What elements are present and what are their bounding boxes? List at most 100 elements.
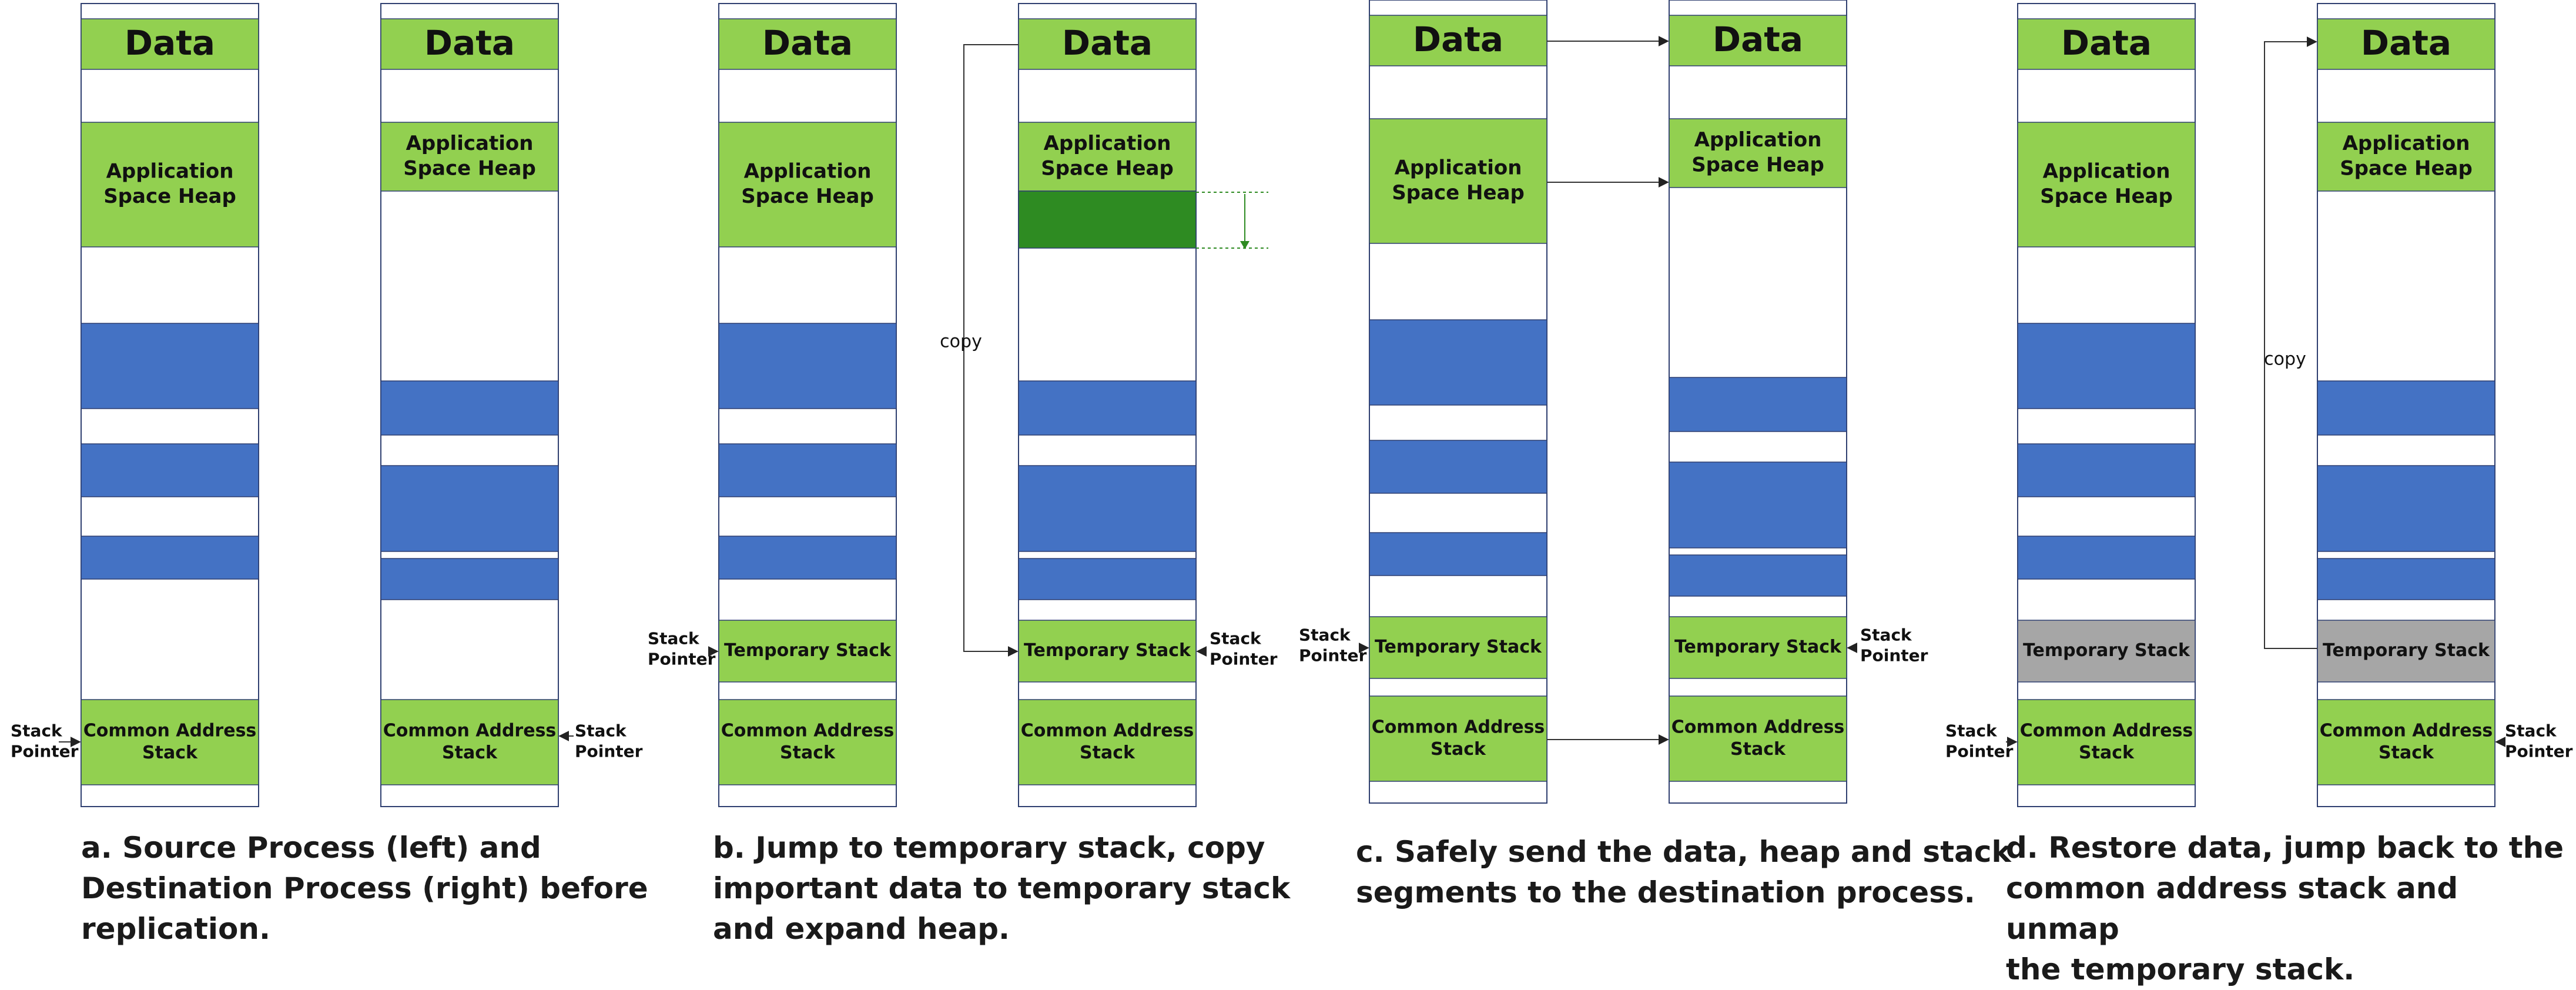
mapped-segment-d-destination <box>2317 465 2495 552</box>
common-stack-segment-a-source <box>81 699 259 785</box>
temporary-stack-segment-b-source <box>718 620 897 683</box>
mapped-segment-b-destination <box>1018 380 1197 436</box>
temporary-stack-label: Temporary Stack <box>2323 640 2490 661</box>
common-stack-segment-a-destination <box>380 699 559 785</box>
data-label: Data <box>1413 19 1503 59</box>
data-segment-a-destination <box>380 18 559 70</box>
heap-expansion-arrowhead <box>1240 241 1250 249</box>
heap-segment-d-source <box>2017 122 2196 247</box>
mapped-segment-c-destination <box>1669 377 1847 432</box>
common-stack-segment-c-destination <box>1669 695 1847 782</box>
mapped-segment-d-destination <box>2317 558 2495 600</box>
mapped-segment-a-source <box>81 323 259 409</box>
heap-segment-b-destination <box>1018 122 1197 192</box>
data-segment-d-destination <box>2317 18 2495 70</box>
data-segment-d-source <box>2017 18 2196 70</box>
mapped-segment-b-source <box>718 536 897 580</box>
mapped-segment-b-source <box>718 443 897 497</box>
mapped-segment-b-source <box>718 323 897 409</box>
mapped-segment-c-destination <box>1669 461 1847 548</box>
caption-d: d. Restore data, jump back to the common… <box>2006 831 2564 986</box>
temporary-stack-label: Temporary Stack <box>1674 637 1842 657</box>
mapped-segment-a-destination <box>380 558 559 600</box>
common-stack-segment-c-source <box>1369 695 1547 782</box>
mapped-segment-a-destination <box>380 465 559 552</box>
heap-segment-b-source <box>718 122 897 247</box>
mapped-segment-c-source <box>1369 319 1547 406</box>
data-label: Data <box>2061 23 2152 63</box>
mapped-segment-d-source <box>2017 323 2196 409</box>
data-label: Data <box>2361 23 2451 63</box>
common-stack-segment-b-destination <box>1018 699 1197 785</box>
copy-arrow-b <box>963 44 1019 657</box>
heap-segment-a-source <box>81 122 259 247</box>
caption-c: c. Safely send the data, heap and stack … <box>1356 835 2011 909</box>
mapped-segment-a-source <box>81 536 259 580</box>
data-segment-b-source <box>718 18 897 70</box>
temporary-stack-label: Temporary Stack <box>1024 640 1191 661</box>
mapped-segment-b-destination <box>1018 558 1197 600</box>
data-label: Data <box>1062 23 1153 63</box>
mapped-segment-d-destination <box>2317 380 2495 436</box>
mapped-segment-c-source <box>1369 532 1547 576</box>
data-label: Data <box>424 23 515 63</box>
common-stack-segment-b-source <box>718 699 897 785</box>
copy-label-b: copy <box>940 332 982 352</box>
heap-expansion-segment-b-destination <box>1018 190 1197 249</box>
data-label: Data <box>1713 19 1803 59</box>
caption-a: a. Source Process (left) and Destination… <box>81 831 648 946</box>
temporary-stack-unmapped-segment-d-source <box>2017 620 2196 683</box>
heap-segment-a-destination <box>380 122 559 192</box>
temporary-stack-label: Temporary Stack <box>1375 637 1542 657</box>
temporary-stack-segment-b-destination <box>1018 620 1197 683</box>
heap-segment-d-destination <box>2317 122 2495 192</box>
copy-label-d: copy <box>2264 349 2306 370</box>
common-stack-segment-d-source <box>2017 699 2196 785</box>
temporary-stack-label: Temporary Stack <box>724 640 892 661</box>
temporary-stack-unmapped-segment-d-destination <box>2317 620 2495 683</box>
mapped-segment-a-source <box>81 443 259 497</box>
data-segment-b-destination <box>1018 18 1197 70</box>
mapped-segment-c-source <box>1369 440 1547 494</box>
data-label: Data <box>762 23 853 63</box>
data-segment-c-destination <box>1669 15 1847 66</box>
caption-b: b. Jump to temporary stack, copy importa… <box>713 831 1291 946</box>
mapped-segment-b-destination <box>1018 465 1197 552</box>
mapped-segment-c-destination <box>1669 554 1847 597</box>
data-segment-c-source <box>1369 15 1547 66</box>
heap-segment-c-destination <box>1669 118 1847 188</box>
data-segment-a-source <box>81 18 259 70</box>
mapped-segment-d-source <box>2017 443 2196 497</box>
temporary-stack-segment-c-destination <box>1669 616 1847 679</box>
temporary-stack-label: Temporary Stack <box>2023 640 2190 661</box>
mapped-segment-a-destination <box>380 380 559 436</box>
mapped-segment-d-source <box>2017 536 2196 580</box>
temporary-stack-segment-c-source <box>1369 616 1547 679</box>
